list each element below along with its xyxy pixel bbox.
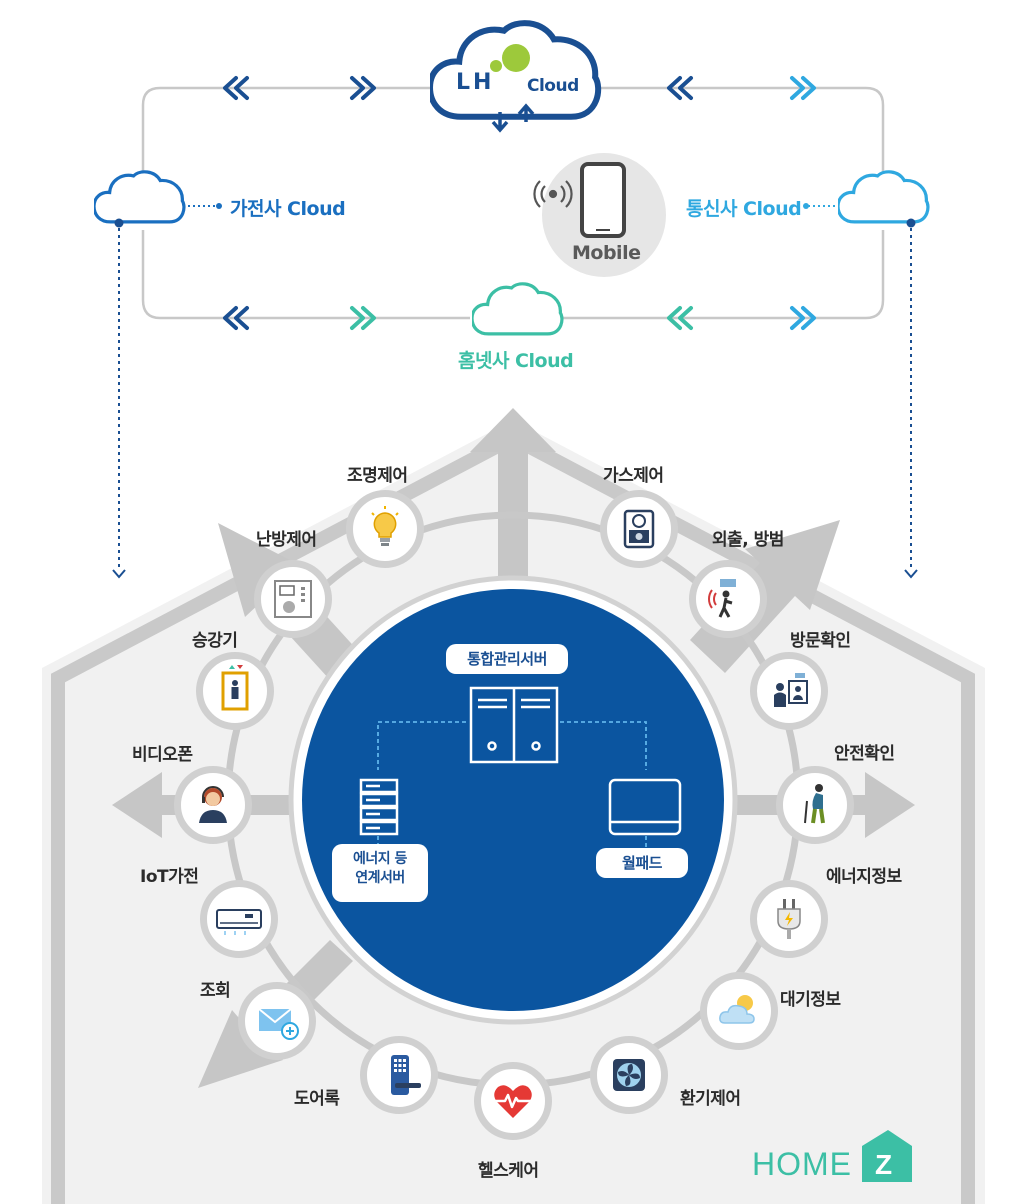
healthcare-node[interactable] (474, 1062, 552, 1140)
mail-icon (258, 1008, 299, 1040)
appliance-cloud-label: 가전사 Cloud (230, 198, 346, 220)
elderly-person-icon (804, 784, 825, 824)
arrow-left-top-left (223, 76, 249, 100)
arrow-left-bottom-right (667, 306, 693, 330)
fan-icon (613, 1059, 645, 1091)
lh-logo-mark (502, 44, 530, 72)
lh-cloud (430, 23, 598, 133)
heart-pulse-icon (494, 1085, 532, 1118)
node-label-energy: 에너지정보 (826, 867, 902, 887)
network-loop (141, 86, 885, 320)
node-label-ventilation: 환기제어 (680, 1089, 741, 1109)
lighting-control-node[interactable] (346, 490, 424, 568)
video-phone-node[interactable] (174, 766, 252, 844)
wallpad-icon (608, 778, 682, 836)
energy-server-label: 에너지 등 연계서버 (332, 844, 428, 902)
safety-check-node[interactable] (776, 766, 854, 844)
node-label-door-lock: 도어록 (294, 1089, 340, 1109)
integrated-server-label: 통합관리서버 (446, 644, 568, 674)
node-label-iot: IoT가전 (140, 867, 199, 887)
air-quality-node[interactable] (700, 972, 778, 1050)
wallpad-label: 월패드 (596, 848, 688, 878)
wireless-signal-icon (533, 180, 573, 208)
telecom-cloud-label: 통신사 Cloud (686, 198, 802, 220)
thermostat-icon (274, 580, 312, 618)
appliance-cloud (94, 170, 222, 579)
mobile-device (533, 153, 666, 277)
brand-logo-badge: Z (875, 1149, 893, 1180)
ventilation-control-node[interactable] (590, 1036, 668, 1114)
gas-control-node[interactable] (600, 490, 678, 568)
central-hub (288, 575, 738, 1025)
node-label-gas: 가스제어 (603, 466, 664, 486)
elevator-node[interactable] (196, 652, 274, 730)
away-security-node[interactable] (689, 560, 767, 638)
brand-logo-text: HOME (752, 1146, 852, 1182)
node-label-away-security: 외출, 방범 (712, 530, 784, 550)
door-lock-node[interactable] (360, 1036, 438, 1114)
mobile-label: Mobile (572, 242, 641, 264)
door-lock-icon (391, 1055, 421, 1095)
iot-appliance-node[interactable] (200, 880, 278, 958)
video-phone-icon (199, 786, 227, 823)
node-label-heating: 난방제어 (256, 530, 317, 550)
lightbulb-icon (371, 506, 399, 546)
arrow-right-bottom-left (350, 306, 376, 330)
node-label-elevator: 승강기 (192, 631, 238, 651)
lh-cloud-label: Cloud (527, 76, 579, 96)
lh-brand-text: LH (456, 70, 495, 95)
visitor-check-icon (774, 673, 808, 707)
energy-server-icon (359, 778, 399, 836)
node-label-visitor: 방문확인 (790, 631, 851, 651)
air-conditioner-icon (216, 909, 262, 935)
home-z-logo-badge (862, 1130, 912, 1182)
arrow-right-top-right (790, 76, 816, 100)
homenet-cloud (472, 282, 564, 336)
weather-icon (719, 995, 755, 1024)
server-rack-icon (469, 686, 559, 764)
energy-info-node[interactable] (750, 880, 828, 958)
gas-meter-icon (623, 509, 655, 549)
arrow-right-bottom-right (790, 306, 816, 330)
security-sensor-icon (708, 579, 736, 618)
telecom-cloud (803, 170, 930, 579)
inquiry-node[interactable] (238, 982, 316, 1060)
node-label-air: 대기정보 (780, 990, 841, 1010)
node-label-lighting: 조명제어 (347, 466, 408, 486)
plug-icon (777, 899, 801, 939)
elevator-icon (221, 665, 249, 711)
node-label-inquiry: 조회 (200, 981, 231, 1001)
visitor-check-node[interactable] (750, 652, 828, 730)
arrow-left-bottom-left (223, 306, 249, 330)
arrow-left-top-right (667, 76, 693, 100)
node-label-safety: 안전확인 (834, 744, 895, 764)
node-label-video-phone: 비디오폰 (132, 745, 193, 765)
homenet-cloud-label: 홈넷사 Cloud (458, 350, 574, 372)
heating-control-node[interactable] (254, 560, 332, 638)
arrow-right-top-left (350, 76, 376, 100)
node-label-healthcare: 헬스케어 (478, 1161, 539, 1181)
